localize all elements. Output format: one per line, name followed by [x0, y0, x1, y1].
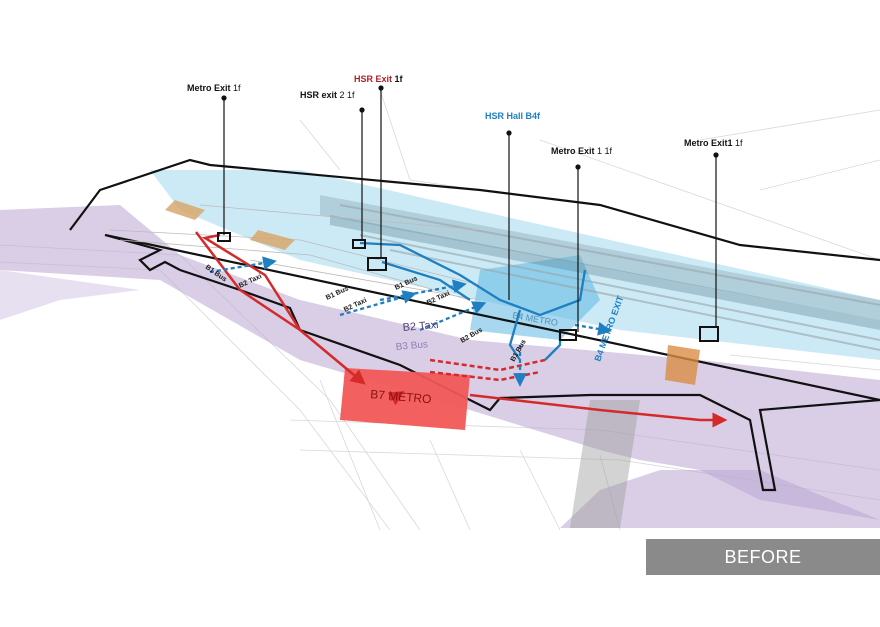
callout-hsr-exit-1f: HSR Exit 1f	[354, 74, 403, 84]
callout-name: HSR exit	[300, 90, 338, 100]
callout-hsr-hall: HSR Hall B4f	[485, 111, 540, 121]
callout-hsr-exit-2: HSR exit 2 1f	[300, 90, 355, 100]
gold-features	[165, 200, 700, 385]
callout-metro-exit-right: Metro Exit1 1f	[684, 138, 743, 148]
callout-level: 1f	[394, 74, 403, 84]
callout-level: 1f	[233, 83, 241, 93]
callout-level: 2 1f	[339, 90, 355, 100]
label-b7-metro: B7 METRO	[370, 387, 432, 406]
inner-lines	[109, 204, 481, 301]
label-b2-taxi-zone: B2 Taxi	[402, 319, 439, 334]
exit-boxes	[217, 232, 719, 342]
label-b1-bus-mid: B1 Bus	[325, 285, 350, 302]
callout-name: Metro Exit	[187, 83, 231, 93]
callout-name: Metro Exit1	[684, 138, 733, 148]
callout-name: Metro Exit	[551, 146, 595, 156]
label-b3-bus-zone: B3 Bus	[395, 339, 428, 353]
callout-name: HSR Hall B4f	[485, 111, 541, 121]
callout-metro-exit-1: Metro Exit 1 1f	[551, 146, 612, 156]
b7-metro-box	[340, 368, 470, 430]
platform-stripes	[339, 204, 880, 351]
callout-leaders	[221, 85, 719, 332]
before-badge: BEFORE	[646, 539, 880, 575]
station-outline	[69, 158, 880, 492]
callout-level: 1 1f	[597, 146, 613, 156]
callout-metro-exit-left: Metro Exit 1f	[187, 83, 241, 93]
callout-level: 1f	[735, 138, 743, 148]
callout-name: HSR Exit	[354, 74, 393, 84]
blue-routes	[209, 241, 612, 387]
